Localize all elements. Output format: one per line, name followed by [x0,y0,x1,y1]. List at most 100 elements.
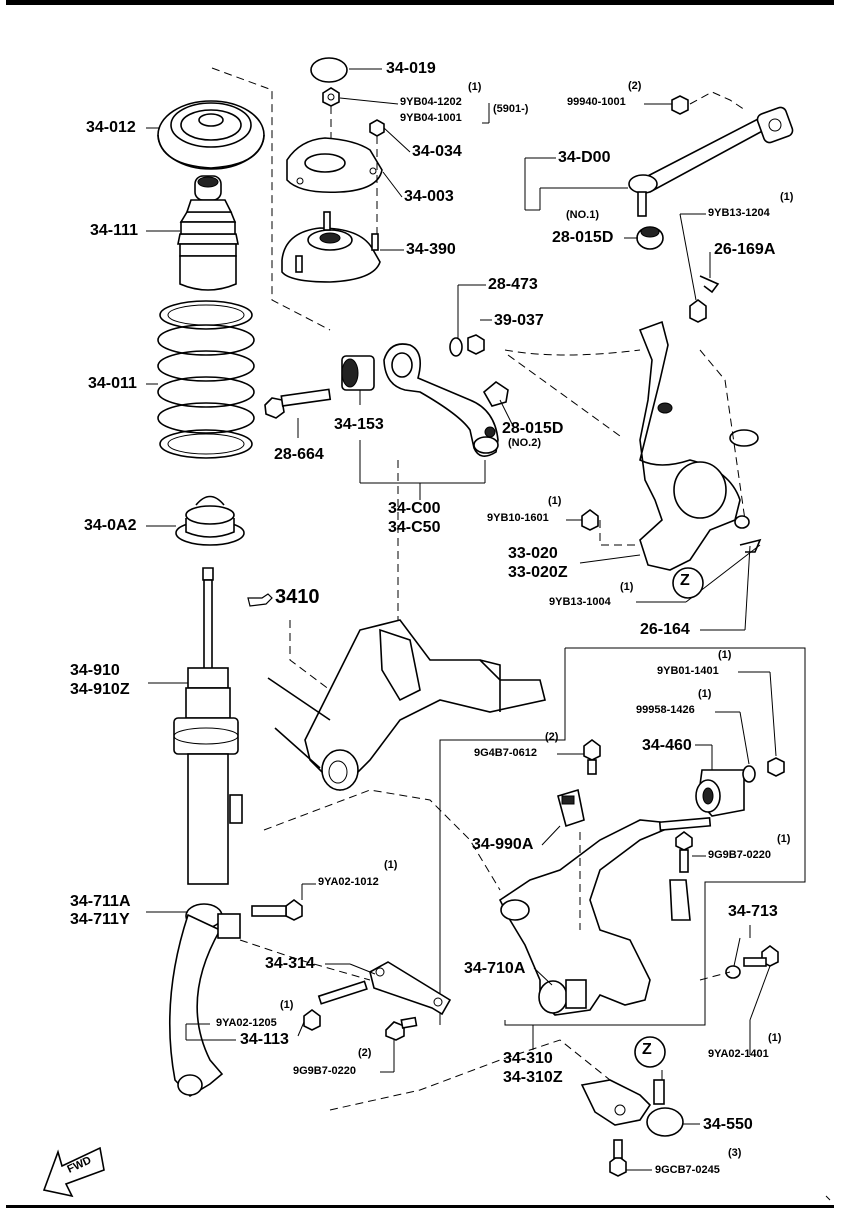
label-no2: (NO.2) [508,437,541,449]
label-5901: (5901-) [493,103,529,115]
guide-line-lower-3 [329,1039,611,1111]
z-reference-marker-lower [634,1036,666,1068]
label-34-713: 34-713 [728,903,778,920]
label-9G9B7-0220-a: 9G9B7-0220 [708,849,771,861]
subframe-3410 [267,619,546,792]
bracket-34-314 [369,961,452,1016]
steering-knuckle-33-020 [638,320,759,571]
label-9YA02-1205: 9YA02-1205 [216,1017,277,1029]
label-34-D00: 34-D00 [558,149,611,166]
bolt-9YA02-1205 [303,980,368,1031]
guide-line-strut [211,67,331,331]
label-34-910Z: 34-910Z [70,681,130,698]
qty-9YA02-1012: (1) [384,859,398,871]
strut-mount-34-390 [281,211,381,283]
label-9YA02-1401: 9YA02-1401 [708,1048,769,1060]
label-34-711Y: 34-711Y [70,911,130,928]
label-9YA02-1012: 9YA02-1012 [318,876,379,888]
label-34-0A2: 34-0A2 [84,517,137,534]
dust-cap-34-019 [310,57,348,83]
nut-99940-1001 [671,95,689,115]
label-26-164: 26-164 [640,621,690,638]
qty-9YB10: (1) [548,495,562,507]
qty-9YA02-1401: (1) [768,1032,782,1044]
label-9GCB7-0245: 9GCB7-0245 [655,1164,720,1176]
guide-line-tie-rod [689,91,746,111]
label-3410: 3410 [275,586,320,608]
z-reference-marker-upper [672,567,704,599]
shock-absorber-34-910 [173,567,243,885]
washer-99958-1426 [742,765,756,783]
label-34-003: 34-003 [404,188,454,205]
spring-seat-34-0A2 [175,495,245,546]
mount-plate-34-003 [286,137,383,194]
label-39-037: 39-037 [494,312,544,329]
label-34-990A: 34-990A [472,836,534,853]
bolt-9YA02-1401 [743,945,779,967]
label-34-550: 34-550 [703,1116,753,1133]
guide-line-3410 [289,620,331,691]
label-28-015D-no1: 28-015D [552,229,614,246]
bolt-9GCB7-0245 [609,1139,627,1177]
label-34-710A: 34-710A [464,960,526,977]
label-34-390: 34-390 [406,241,456,258]
fwd-arrow-icon [42,1146,105,1198]
guide-line-lower-1 [263,789,501,891]
nut-9YB04 [322,87,340,107]
qty-9YB01: (1) [718,649,732,661]
bump-stop-34-111 [177,175,239,291]
label-9YB13-1004: 9YB13-1004 [549,596,611,608]
label-9G9B7-0220-b: 9G9B7-0220 [293,1065,356,1077]
group-bracket [439,647,806,1026]
label-34-034: 34-034 [412,143,462,160]
bushing-34-153 [341,355,375,391]
lower-arm-34-310 [498,816,712,1016]
label-34-012: 34-012 [86,119,136,136]
washer-34-713 [725,965,741,979]
guide-line-knuckle-nut [599,520,640,546]
nut-9YB01-1401 [767,757,785,777]
label-34-310: 34-310 [503,1050,553,1067]
label-26-169A: 26-169A [714,241,776,258]
tie-rod-34-D00 [628,106,794,217]
bushing-34-460 [695,769,745,817]
guide-line-lower-5 [699,971,731,981]
label-33-020: 33-020 [508,545,558,562]
bracket-34-990A [557,788,585,828]
qty-9YB13-1204: (1) [780,191,794,203]
pointing-hand-icon [247,593,273,607]
clip-26-169A [699,275,720,294]
bolt-9YA02-1012 [251,899,303,921]
coil-spring-34-011 [157,300,255,459]
qty-9G9B7-b: (2) [358,1047,372,1059]
upper-arm-34-C00 [383,343,499,457]
label-9YB04-1001: 9YB04-1001 [400,112,462,124]
qty-9YB13-1004: (1) [620,581,634,593]
leader-lines [146,68,777,1171]
nut-9YB13-1204 [689,299,707,323]
label-9YB01-1401: 9YB01-1401 [657,665,719,677]
label-9YB13-1204: 9YB13-1204 [708,207,770,219]
label-99940-1001: 99940-1001 [567,96,626,108]
qty-99940: (2) [628,80,642,92]
bolt-28-664 [264,388,332,419]
nut-9YB10-1601 [581,509,599,531]
qty-9GCB7: (3) [728,1147,742,1159]
boot-28-015D-no2 [482,381,509,407]
link-34-711A [168,903,241,1098]
qty-99958: (1) [698,688,712,700]
z-marker-upper-letter: Z [680,572,690,589]
label-34-460: 34-460 [642,737,692,754]
label-34-113: 34-113 [240,1031,289,1048]
label-34-C50: 34-C50 [388,519,441,536]
corner-mark [825,1195,831,1201]
label-no1: (NO.1) [566,209,599,221]
label-34-019: 34-019 [386,60,436,77]
nut-39-037 [467,334,485,355]
z-marker-lower-letter: Z [642,1041,652,1058]
bolt-9G9B7-0220-b [385,1016,418,1041]
qty-9YA02-1205: (1) [280,999,294,1011]
ball-joint-34-550 [580,1079,684,1137]
boot-28-015D-no1 [636,226,664,250]
